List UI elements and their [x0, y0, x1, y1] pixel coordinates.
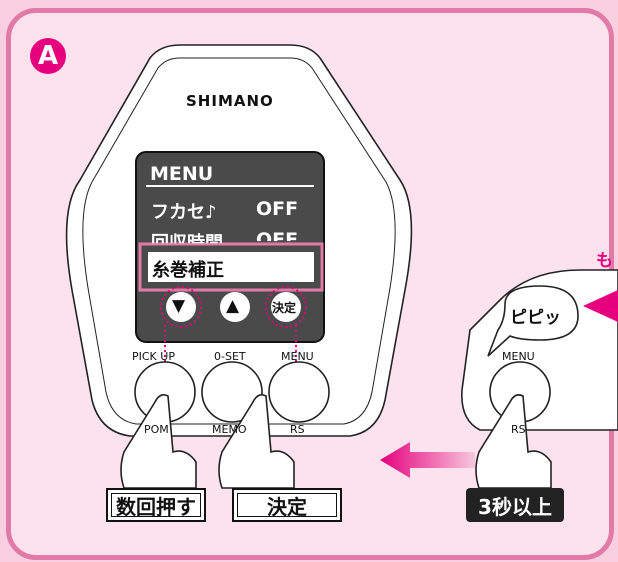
- rs-label: RS: [290, 423, 305, 436]
- oset-label: 0-SET: [214, 350, 246, 363]
- ok-button-ring: [265, 286, 307, 328]
- hand-right: [475, 394, 552, 489]
- screen-row-1-value: OFF: [256, 198, 299, 220]
- menu-label: MENU: [281, 350, 314, 363]
- pickup-label: PICK UP: [132, 350, 175, 363]
- caption-hold: 3秒以上: [466, 488, 564, 522]
- marker-a: A: [30, 38, 66, 74]
- right-rs-label: RS: [511, 423, 526, 436]
- speech-text: ピピッ: [510, 308, 561, 328]
- speech-bubble: [487, 285, 579, 357]
- selected-row-bg: [148, 252, 314, 282]
- ok-button-label[interactable]: 決定: [272, 301, 297, 315]
- screen-selected-item: 糸巻補正: [152, 260, 224, 281]
- brand-logo: SHIMANO: [186, 92, 274, 110]
- screen-title: MENU: [150, 163, 214, 185]
- left-arrow: [380, 442, 475, 478]
- hand-left: [120, 394, 295, 489]
- right-menu-label: MENU: [502, 350, 535, 363]
- screen-row-2-value: OFF: [256, 229, 299, 251]
- ok-button: [271, 292, 301, 322]
- pink-arrow-right-edge: [583, 290, 618, 322]
- oset-button: [201, 361, 263, 423]
- caption-confirm: 決定: [232, 488, 342, 522]
- screen-row-1-label: フカセ♪: [151, 202, 217, 223]
- up-button: [220, 292, 250, 322]
- memo-label: MEMO: [212, 423, 247, 436]
- down-button-ring: [160, 286, 202, 328]
- menu-button: [268, 361, 330, 423]
- caption-press-several: 数回押す: [106, 488, 206, 522]
- selected-row-highlight: [138, 242, 324, 292]
- down-button: [166, 292, 196, 322]
- screen-row-2-label: 回収時間: [151, 229, 223, 243]
- pom-label: POM: [144, 423, 169, 436]
- up-button-label[interactable]: ▲: [226, 296, 240, 316]
- edge-text: も: [596, 251, 613, 271]
- down-button-label[interactable]: ▼: [172, 296, 186, 316]
